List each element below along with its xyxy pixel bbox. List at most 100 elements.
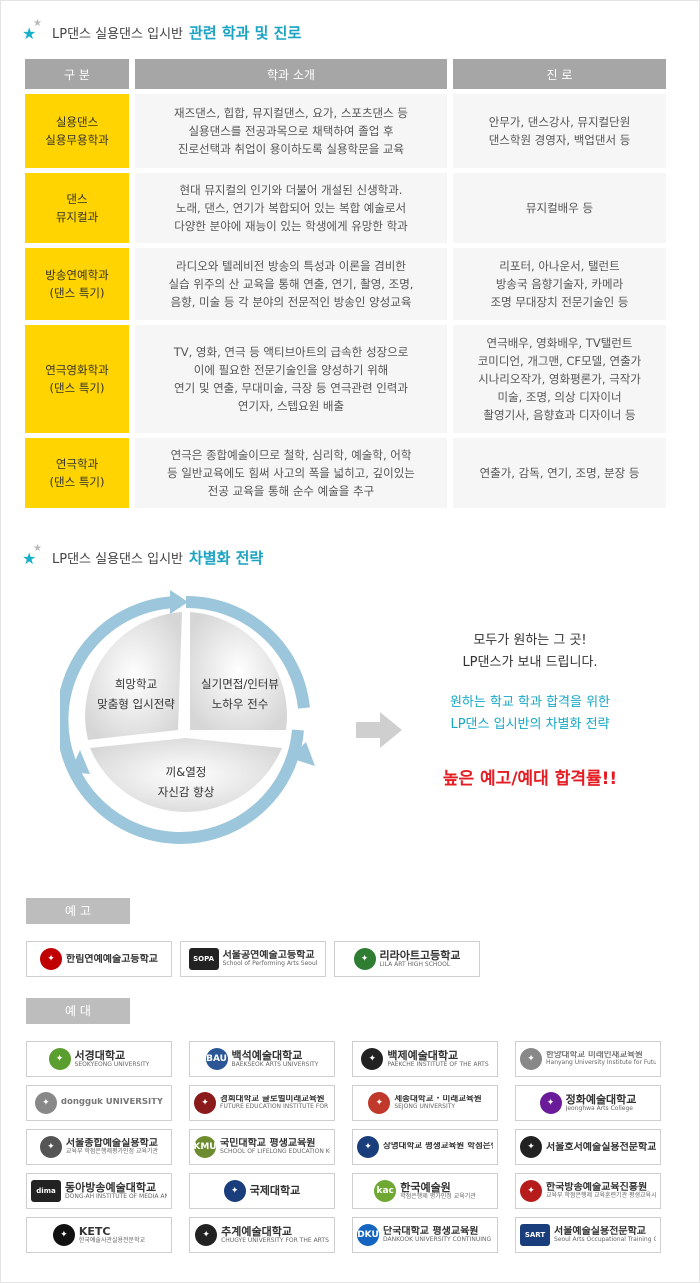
table-row: 방송연예학과 (댄스 특기)라디오와 텔레비전 방송의 특성과 이론을 겸비한 …: [25, 248, 666, 320]
school-emblem-icon: ✦: [48, 1048, 71, 1070]
school-emblem-icon: SART: [520, 1224, 550, 1246]
school-subtitle: Hanyang University Institute for Future …: [546, 1059, 656, 1067]
department-name: 연극학과 (댄스 특기): [25, 438, 129, 508]
school-emblem-icon: ✦: [357, 1136, 379, 1158]
school-emblem-icon: BAU: [205, 1048, 228, 1070]
school-subtitle: 한국예술사관실용전문학교: [78, 1236, 146, 1244]
school-emblem-icon: ✦: [353, 948, 376, 970]
school-logo: ✦서울호서예술실용전문학교: [515, 1129, 661, 1165]
school-name: 서울공연예술고등학교: [222, 950, 315, 962]
school-subtitle: CHUGYE UNIVERSITY FOR THE ARTS: [221, 1236, 329, 1244]
seg2-line2: 노하우 전수: [212, 697, 269, 711]
seg1-line1: 희망학교: [115, 677, 157, 691]
school-name: 백석예술대학교: [231, 1049, 303, 1062]
seg2-line1: 실기면접/인터뷰: [201, 677, 279, 691]
segment-3: [90, 738, 282, 812]
school-subtitle: LILA ART HIGH SCHOOL: [379, 960, 451, 968]
school-name: 국민대학교 평생교육원: [220, 1138, 316, 1150]
seg3-line2: 자신감 향상: [158, 785, 215, 799]
school-emblem-icon: ✦: [40, 948, 62, 970]
header-description: 학과 소개: [135, 59, 447, 89]
header-category: 구 분: [25, 59, 129, 89]
segment-1: [85, 612, 182, 740]
school-emblem-icon: ✦: [539, 1092, 562, 1114]
department-career: 안무가, 댄스강사, 뮤지컬단원 댄스학원 경영자, 백업댄서 등: [453, 94, 666, 168]
school-name: KETC: [78, 1225, 111, 1238]
tag-highschool: 예 고: [26, 898, 130, 924]
cycle-arrow-ring-2: [185, 595, 310, 709]
table-row: 연극학과 (댄스 특기)연극은 종합예술이므로 철학, 심리학, 예술학, 어학…: [25, 438, 666, 508]
copy-line-1: 모두가 원하는 그 곳! LP댄스가 보내 드립니다.: [462, 633, 598, 670]
school-name: 상명대학교 평생교육원 학점은행제: [383, 1142, 493, 1152]
school-name: 한림연예예술고등학교: [66, 953, 158, 965]
school-subtitle: Seoul Arts Occupational Training College: [554, 1236, 656, 1244]
school-name: 서울호서예술실용전문학교: [546, 1141, 656, 1153]
school-subtitle: DONG-AH INSTITUTE OF MEDIA AND ARTS: [65, 1192, 167, 1200]
section-heading-strategy: ★★ LP댄스 실용댄스 입시반 차별화 전략: [22, 542, 263, 572]
school-subtitle: DANKOOK UNIVERSITY CONTINUING EDUCATION …: [383, 1236, 493, 1244]
tag-university: 예 대: [26, 998, 130, 1024]
school-emblem-icon: ✦: [39, 1136, 62, 1158]
department-name: 댄스 뮤지컬과: [25, 173, 129, 243]
school-name: 한국예술원: [400, 1181, 451, 1194]
school-name: 백제예술대학교: [387, 1049, 459, 1062]
copy-line-2: 원하는 학교 학과 합격을 위한 LP댄스 입시반의 차별화 전략: [449, 695, 611, 732]
school-subtitle: BAEKSEOK ARTS UNIVERSITY: [231, 1060, 319, 1068]
seg1-line2: 맞춤형 입시전략: [97, 697, 175, 711]
table-row: 연극영화학과 (댄스 특기)TV, 영화, 연극 등 액티브아트의 급속한 성장…: [25, 325, 666, 433]
department-name: 실용댄스 실용무용학과: [25, 94, 129, 168]
school-subtitle: 학점은행제 평가인정 교육기관: [400, 1192, 476, 1200]
school-emblem-icon: ✦: [195, 1224, 218, 1246]
department-career: 연출가, 감독, 연기, 조명, 분장 등: [453, 438, 666, 508]
school-name: 서울종합예술실용학교: [65, 1138, 158, 1150]
arrow-head-icon: [170, 590, 188, 614]
school-subtitle: 교육부 학점은행제 교육훈련기관 평생교육시설: [546, 1192, 656, 1200]
department-description: 연극은 종합예술이므로 철학, 심리학, 예술학, 어학 등 일반교육에도 힘써…: [135, 438, 447, 508]
school-name: 경희대학교 글로벌미래교육원: [220, 1095, 325, 1105]
arrow-head-icon: [70, 750, 90, 774]
school-emblem-icon: ✦: [223, 1180, 246, 1202]
school-name: 한국방송예술교육진흥원: [546, 1182, 648, 1194]
arrow-head-icon: [290, 742, 315, 766]
section-heading-departments: ★★ LP댄스 실용댄스 입시반 관련 학과 및 진로: [22, 17, 301, 47]
school-name: 정화예술대학교: [565, 1093, 637, 1106]
school-subtitle: School of Performing Arts Seoul: [222, 960, 318, 968]
school-logo: ✦dongguk UNIVERSITY: [26, 1085, 172, 1121]
school-emblem-icon: ✦: [368, 1092, 391, 1114]
school-emblem-icon: ✦: [520, 1180, 542, 1202]
school-subtitle: 교육부 학점은행제평가인정 교육기관: [65, 1148, 159, 1156]
school-logo: ✦ 한림연예예술고등학교: [26, 941, 172, 977]
copy-line-3: 높은 예고/예대 합격률!!: [442, 769, 618, 789]
school-name: 서울예술실용전문학교: [554, 1226, 646, 1238]
cycle-arrow-ring: [60, 596, 304, 844]
department-career: 리포터, 아나운서, 탤런트 방송국 음향기술자, 카메라 조명 무대장치 전문…: [453, 248, 666, 320]
school-name: 국제대학교: [249, 1184, 301, 1197]
school-logo: ✦국제대학교: [189, 1173, 335, 1209]
section-highlight: 차별화 전략: [189, 548, 264, 567]
school-subtitle: SCHOOL OF LIFELONG EDUCATION KOOKMIN UNI…: [220, 1148, 330, 1156]
school-emblem-icon: ✦: [34, 1092, 57, 1114]
strategy-copy: 모두가 원하는 그 곳! LP댄스가 보내 드립니다. 원하는 학교 학과 합격…: [380, 630, 680, 789]
school-name: 단국대학교 평생교육원: [383, 1226, 479, 1238]
department-name: 연극영화학과 (댄스 특기): [25, 325, 129, 433]
school-emblem-icon: DKU: [357, 1224, 379, 1246]
school-emblem-icon: dima: [31, 1180, 61, 1202]
